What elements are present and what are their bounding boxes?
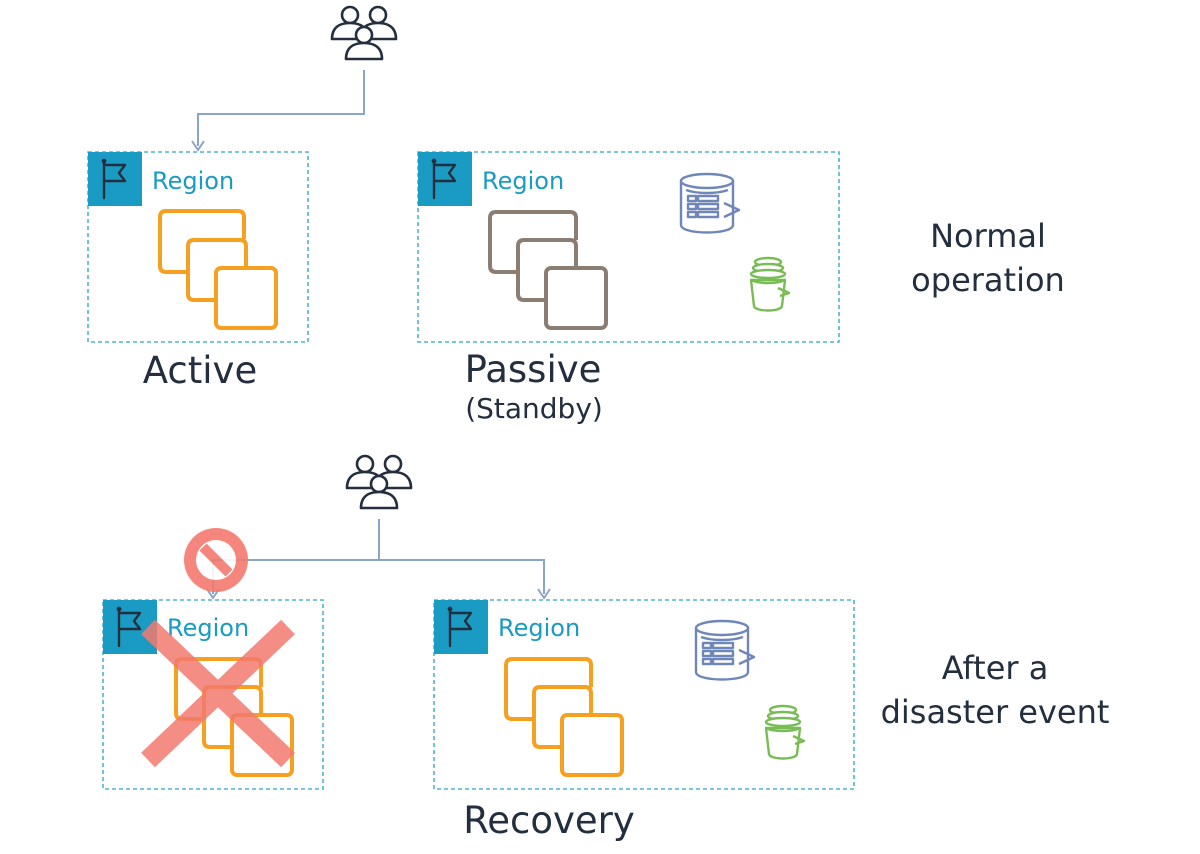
users-icon <box>345 454 413 510</box>
passive-region: Region Passive (Standby) <box>416 150 840 425</box>
arrowhead <box>537 588 551 600</box>
active-region: Region Active <box>86 150 309 392</box>
region-flag-icon <box>416 150 474 208</box>
region-flag-icon <box>86 150 144 208</box>
normal-operation-section: Region Active Region <box>86 5 1065 425</box>
bucket-icon <box>749 256 791 312</box>
arrowhead <box>191 140 205 152</box>
users-icon <box>330 5 398 61</box>
compute-instances-icon <box>488 210 608 330</box>
failover-connector <box>379 559 545 594</box>
bucket-icon <box>764 704 806 760</box>
normal-operation-label-line2: operation <box>911 261 1065 299</box>
region-border <box>102 599 324 790</box>
region-border <box>417 151 840 343</box>
after-disaster-label-line1: After a <box>942 649 1049 687</box>
region-border <box>87 151 309 343</box>
standby-label: (Standby) <box>465 392 603 425</box>
region-label: Region <box>482 167 564 195</box>
region-flag-icon <box>432 598 490 656</box>
region-label: Region <box>152 167 234 195</box>
database-icon <box>679 172 741 234</box>
database-icon <box>694 619 756 681</box>
region-label: Region <box>498 614 580 642</box>
after-disaster-section: Region Region <box>101 454 1110 842</box>
recovery-label: Recovery <box>463 799 635 842</box>
arrowhead <box>206 588 220 600</box>
failure-cross-icon <box>141 619 295 768</box>
passive-label: Passive <box>465 348 602 391</box>
traffic-connector <box>197 70 365 146</box>
compute-instances-icon <box>504 657 624 777</box>
active-label: Active <box>143 349 257 392</box>
recovery-region: Region Recovery <box>432 598 855 842</box>
compute-instances-icon <box>158 209 278 330</box>
normal-operation-label-line1: Normal <box>930 217 1046 255</box>
region-label: Region <box>167 614 249 642</box>
after-disaster-label-line2: disaster event <box>881 693 1110 731</box>
no-entry-icon <box>184 528 248 592</box>
failed-region: Region <box>101 528 324 790</box>
region-border <box>433 599 855 790</box>
